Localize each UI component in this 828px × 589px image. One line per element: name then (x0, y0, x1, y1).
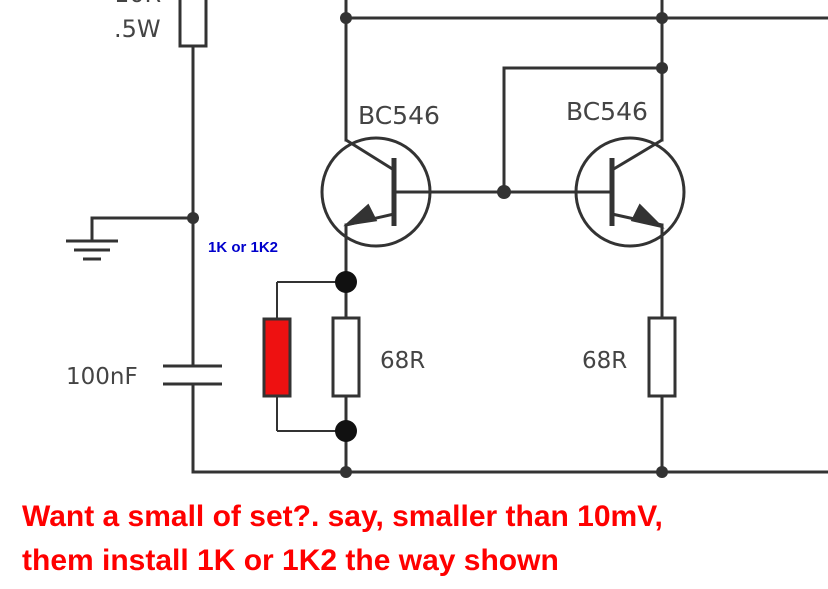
added-resistor-label: 1K or 1K2 (208, 239, 278, 256)
junction-dot (497, 185, 511, 199)
junction-dot (340, 12, 352, 24)
junction-dot (656, 466, 668, 478)
transistor-left-label: BC546 (358, 101, 440, 130)
resistor-right-label: 68R (582, 348, 627, 374)
capacitor-100nf (163, 364, 222, 386)
junction-dot-large (335, 271, 357, 293)
added-resistor (262, 317, 292, 398)
top-resistor (178, 0, 208, 48)
top-resistor-power-label: .5W (114, 15, 161, 43)
junction-dot (656, 62, 668, 74)
resistor-left-68r (331, 316, 361, 398)
top-resistor-value-label: 10R (114, 0, 161, 8)
ground-icon (66, 239, 118, 261)
transistor-right-label: BC546 (566, 97, 648, 126)
resistor-left-label: 68R (380, 348, 425, 374)
junction-dot (187, 212, 199, 224)
junction-dot-large (335, 420, 357, 442)
note-line-2: them install 1K or 1K2 the way shown (22, 544, 559, 577)
transistor-right-icon (574, 136, 686, 248)
junction-dot (656, 12, 668, 24)
note-line-1: Want a small of set?. say, smaller than … (22, 500, 663, 533)
junction-dot (340, 466, 352, 478)
added-resistor-wires (276, 281, 346, 432)
capacitor-label: 100nF (66, 364, 138, 390)
transistor-left-icon (320, 136, 432, 248)
resistor-right-68r (647, 316, 677, 398)
